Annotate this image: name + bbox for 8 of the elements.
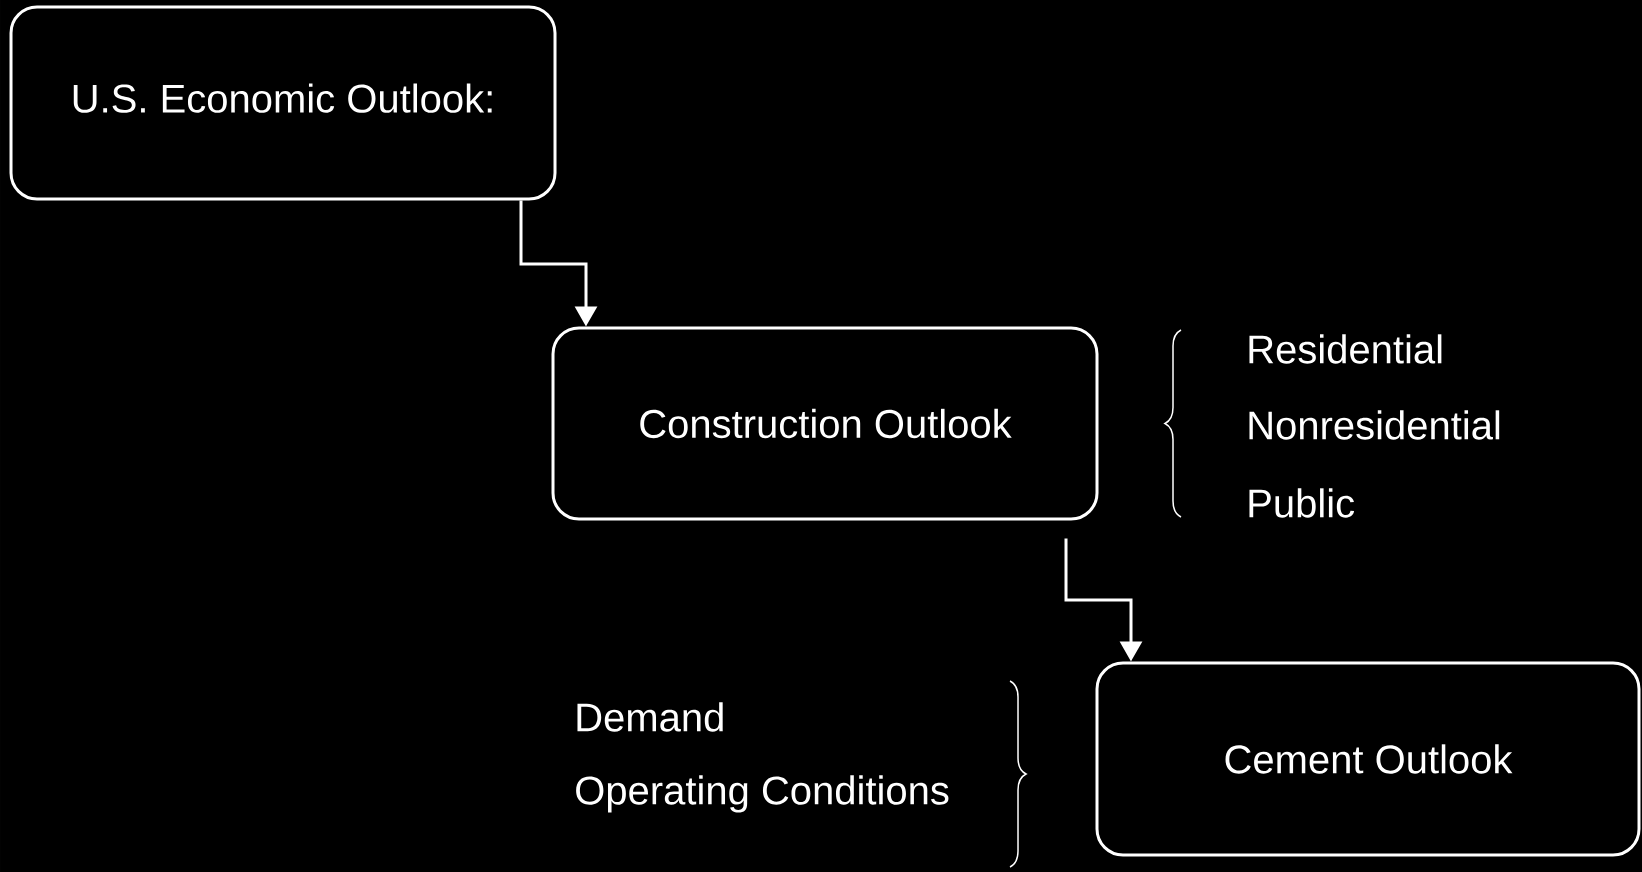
list-item: Demand [577,702,723,732]
list-item: Public [1249,488,1355,518]
process-box: Cement Outlook [1095,661,1641,857]
list-item: Operating Conditions [576,775,949,813]
process-box: U.S. Economic Outlook: [9,5,557,201]
process-box: Construction Outlook [551,326,1099,521]
list-item: Nonresidential [1249,410,1500,440]
list-item: Residential [1249,334,1442,364]
